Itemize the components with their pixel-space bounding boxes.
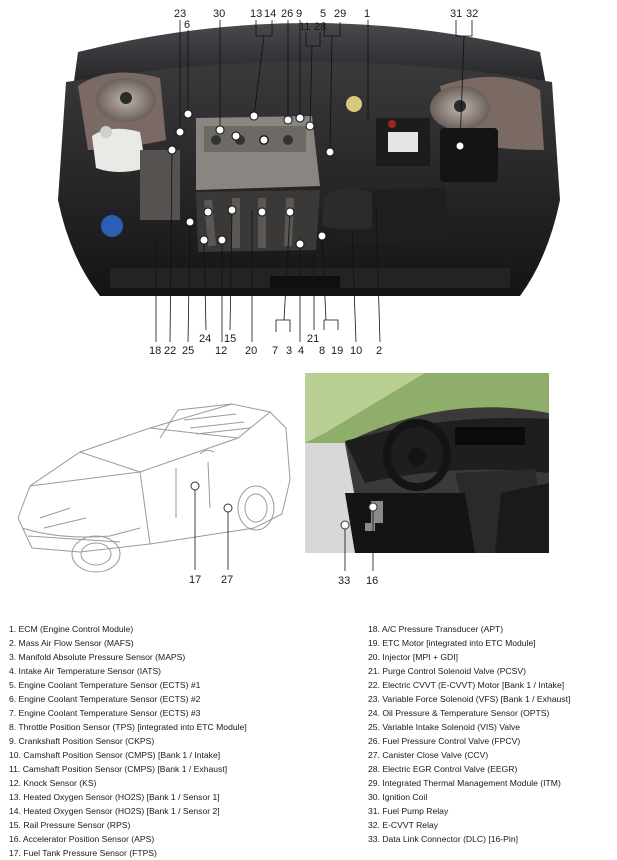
engine-callout-10: 10	[350, 345, 362, 357]
engine-callout-29: 29	[334, 8, 346, 20]
engine-callout-23: 23	[174, 8, 186, 20]
legend-item: 29. Integrated Thermal Management Module…	[368, 778, 561, 788]
legend-item: 31. Fuel Pump Relay	[368, 806, 449, 816]
engine-callout-4: 4	[298, 345, 304, 357]
engine-callout-2: 2	[376, 345, 382, 357]
engine-callout-19: 19	[331, 345, 343, 357]
legend-item: 24. Oil Pressure & Temperature Sensor (O…	[368, 708, 550, 718]
engine-callout-20: 20	[245, 345, 257, 357]
legend-item: 9. Crankshaft Position Sensor (CKPS)	[9, 736, 155, 746]
engine-callout-28: 28	[314, 21, 326, 33]
engine-callout-8: 8	[319, 345, 325, 357]
legend-item: 28. Electric EGR Control Valve (EEGR)	[368, 764, 518, 774]
legend-item: 14. Heated Oxygen Sensor (HO2S) [Bank 1 …	[9, 806, 220, 816]
legend-item: 2. Mass Air Flow Sensor (MAFS)	[9, 638, 134, 648]
engine-callout-9: 9	[296, 8, 302, 20]
engine-callout-13: 13	[250, 8, 262, 20]
engine-callout-11: 11	[299, 21, 310, 33]
car-body-outline	[17, 403, 291, 553]
legend-item: 1. ECM (Engine Control Module)	[9, 624, 134, 634]
legend-item: 3. Manifold Absolute Pressure Sensor (MA…	[9, 652, 186, 662]
fuse-box	[440, 128, 498, 182]
engine-callout-21: 21	[307, 333, 319, 345]
engine-callout-25: 25	[182, 345, 194, 357]
engine-callout-12: 12	[215, 345, 227, 357]
engine-callout-26: 26	[281, 8, 293, 20]
engine-callout-7: 7	[272, 345, 278, 357]
legend-item: 12. Knock Sensor (KS)	[9, 778, 97, 788]
legend-item: 21. Purge Control Solenoid Valve (PCSV)	[368, 666, 526, 676]
engine-callout-31: 31	[450, 8, 462, 20]
engine-callout-6: 6	[184, 19, 190, 31]
engine-bay-figure: 23 30 13 14 26 5 29 1 31 32 6 11 28 9 18…	[0, 0, 617, 362]
legend-item: 11. Camshaft Position Sensor (CMPS) [Ban…	[9, 764, 228, 774]
legend-item: 6. Engine Coolant Temperature Sensor (EC…	[9, 694, 201, 704]
engine-callout-5: 5	[320, 8, 326, 20]
legend-item: 10. Camshaft Position Sensor (CMPS) [Ban…	[9, 750, 221, 760]
vehicle-exterior-figure: 17 27	[0, 368, 300, 590]
engine-callout-18: 18	[149, 345, 161, 357]
legend-item: 19. ETC Motor [integrated into ETC Modul…	[368, 638, 536, 648]
legend-item: 32. E-CVVT Relay	[368, 820, 439, 830]
engine-callout-3: 3	[286, 345, 292, 357]
legend-item: 20. Injector [MPI + GDI]	[368, 652, 459, 662]
legend-item: 15. Rail Pressure Sensor (RPS)	[9, 820, 131, 830]
engine-callout-1: 1	[364, 8, 370, 20]
coolant-reservoir	[92, 128, 146, 172]
legend-item: 25. Variable Intake Solenoid (VIS) Valve	[368, 722, 521, 732]
legend-item: 5. Engine Coolant Temperature Sensor (EC…	[9, 680, 201, 690]
legend-item: 7. Engine Coolant Temperature Sensor (EC…	[9, 708, 201, 718]
legend-right-column: 18. A/C Pressure Transducer (APT) 19. ET…	[368, 622, 570, 846]
washer-cap	[101, 215, 123, 237]
engine-callout-15: 15	[224, 333, 236, 345]
car-callout-27: 27	[221, 574, 233, 586]
legend-item: 33. Data Link Connector (DLC) [16-Pin]	[368, 834, 518, 844]
interior-callout-33: 33	[338, 575, 350, 587]
legend-item: 18. A/C Pressure Transducer (APT)	[368, 624, 504, 634]
engine-callout-14: 14	[264, 8, 276, 20]
legend-item: 22. Electric CVVT (E-CVVT) Motor [Bank 1…	[368, 680, 565, 690]
legend-item: 27. Canister Close Valve (CCV)	[368, 750, 489, 760]
legend-item: 8. Throttle Position Sensor (TPS) [integ…	[9, 722, 247, 732]
vehicle-interior-figure: 33 16	[305, 373, 549, 590]
car-callout-17: 17	[189, 574, 201, 586]
legend-item: 16. Accelerator Position Sensor (APS)	[9, 834, 155, 844]
legend-item: 17. Fuel Tank Pressure Sensor (FTPS)	[9, 848, 157, 858]
legend-item: 30. Ignition Coil	[368, 792, 428, 802]
interior-callout-16: 16	[366, 575, 378, 587]
legend-left-column: 1. ECM (Engine Control Module) 2. Mass A…	[9, 622, 247, 860]
legend-item: 4. Intake Air Temperature Sensor (IATS)	[9, 666, 162, 676]
legend-item: 23. Variable Force Solenoid (VFS) [Bank …	[368, 694, 571, 704]
engine-callout-22: 22	[164, 345, 176, 357]
legend-item: 26. Fuel Pressure Control Valve (FPCV)	[368, 736, 521, 746]
engine-callout-32: 32	[466, 8, 478, 20]
engine-callout-24: 24	[199, 333, 211, 345]
legend-item: 13. Heated Oxygen Sensor (HO2S) [Bank 1 …	[9, 792, 220, 802]
engine-callout-30: 30	[213, 8, 225, 20]
